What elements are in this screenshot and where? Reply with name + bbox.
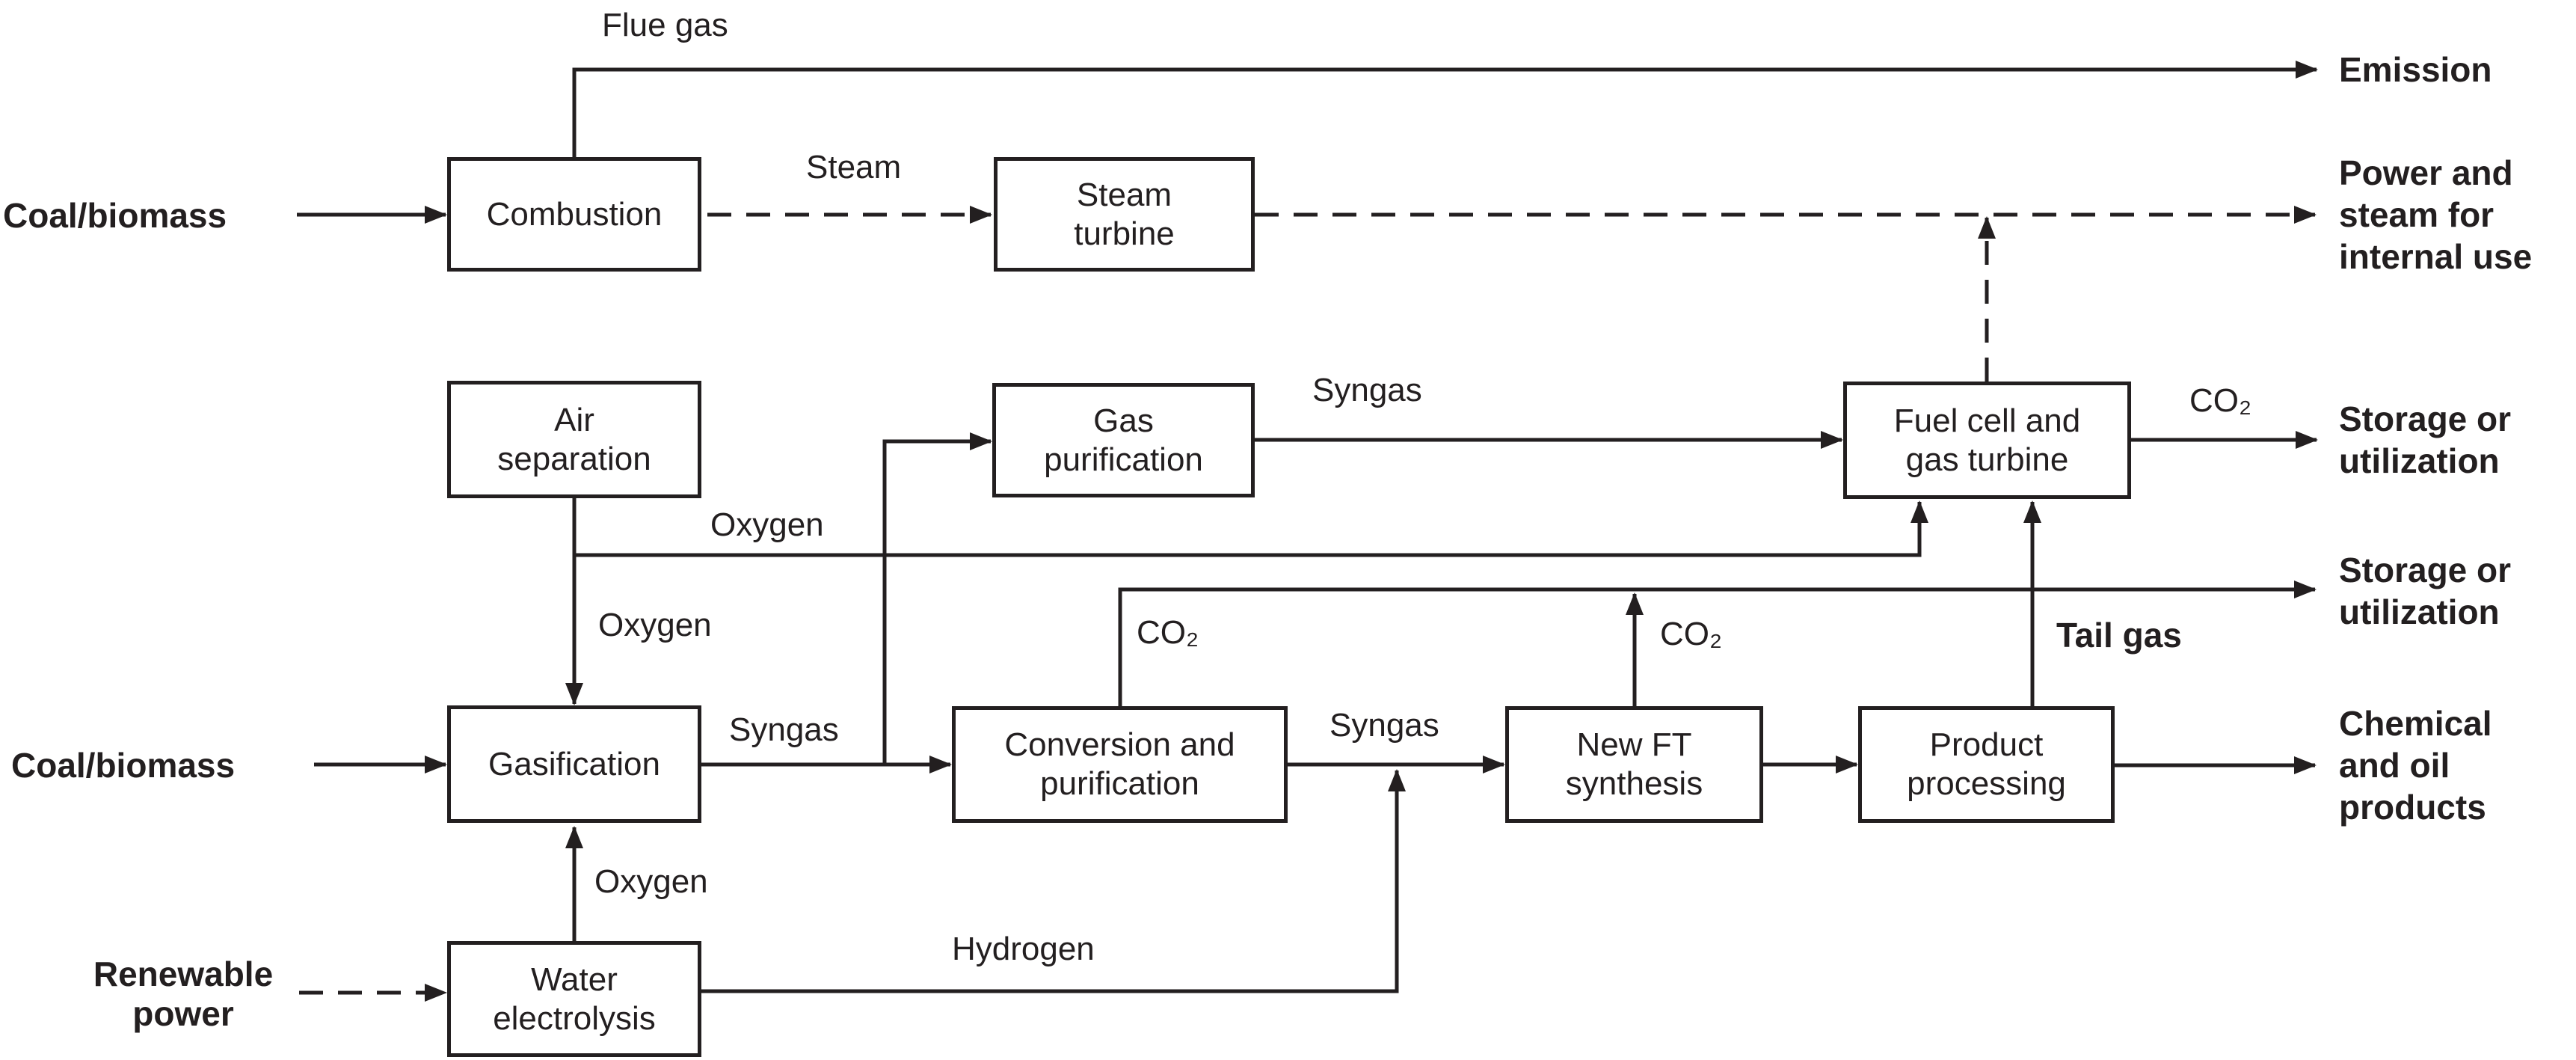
stream-label-syngas-gasification: Syngas xyxy=(729,711,839,748)
box-fuel-cell-gas-turbine: Fuel cell and gas turbine xyxy=(1843,382,2131,499)
box-steam-turbine: Steam turbine xyxy=(994,157,1255,272)
stream-label-syngas-purified: Syngas xyxy=(1312,372,1422,408)
stream-label-oxygen-branch: Oxygen xyxy=(710,506,824,543)
stream-label-co2-new-ft: CO₂ xyxy=(1660,616,1723,652)
stream-label-syngas-conversion: Syngas xyxy=(1330,707,1439,744)
input-renewable-power: Renewable power xyxy=(93,955,274,1034)
flow-flue-gas-to-emission xyxy=(572,61,2318,157)
output-storage-or-utilization-1: Storage or utilization xyxy=(2339,399,2512,480)
stream-label-steam: Steam xyxy=(806,149,902,186)
stream-label-tail-gas: Tail gas xyxy=(2056,616,2182,655)
flow-oxygen-to-fuel-cell xyxy=(574,500,1928,557)
box-water-electrolysis: Water electrolysis xyxy=(447,941,701,1057)
box-product-processing: Product processing xyxy=(1858,706,2115,823)
flow-co2-to-storage-2 xyxy=(1118,580,2317,706)
box-air-separation: Air separation xyxy=(447,381,701,498)
stream-label-co2-conversion: CO₂ xyxy=(1137,614,1199,651)
stream-label-flue-gas: Flue gas xyxy=(602,7,728,43)
output-chemical-and-oil-products: Chemical and oil products xyxy=(2339,703,2492,827)
box-gas-purification: Gas purification xyxy=(992,383,1255,497)
box-combustion: Combustion xyxy=(447,157,701,272)
box-new-ft-synthesis: New FT synthesis xyxy=(1505,706,1763,823)
output-emission: Emission xyxy=(2339,49,2492,89)
input-coal-biomass-bottom: Coal/biomass xyxy=(11,746,236,785)
output-power-and-steam: Power and steam for internal use xyxy=(2339,153,2533,277)
box-gasification: Gasification xyxy=(447,705,701,823)
input-coal-biomass-top: Coal/biomass xyxy=(3,196,227,235)
stream-label-hydrogen: Hydrogen xyxy=(952,931,1095,967)
stream-label-oxygen-gasifier: Oxygen xyxy=(598,607,712,643)
box-conversion-purification: Conversion and purification xyxy=(952,706,1288,823)
stream-label-oxygen-electrolysis: Oxygen xyxy=(594,863,708,900)
stream-label-co2-fuel-cell: CO₂ xyxy=(2189,382,2252,419)
flow-hydrogen-to-syngas xyxy=(701,769,1406,993)
output-storage-or-utilization-2: Storage or utilization xyxy=(2339,550,2512,631)
flow-syngas-to-gas-purification xyxy=(882,432,992,765)
